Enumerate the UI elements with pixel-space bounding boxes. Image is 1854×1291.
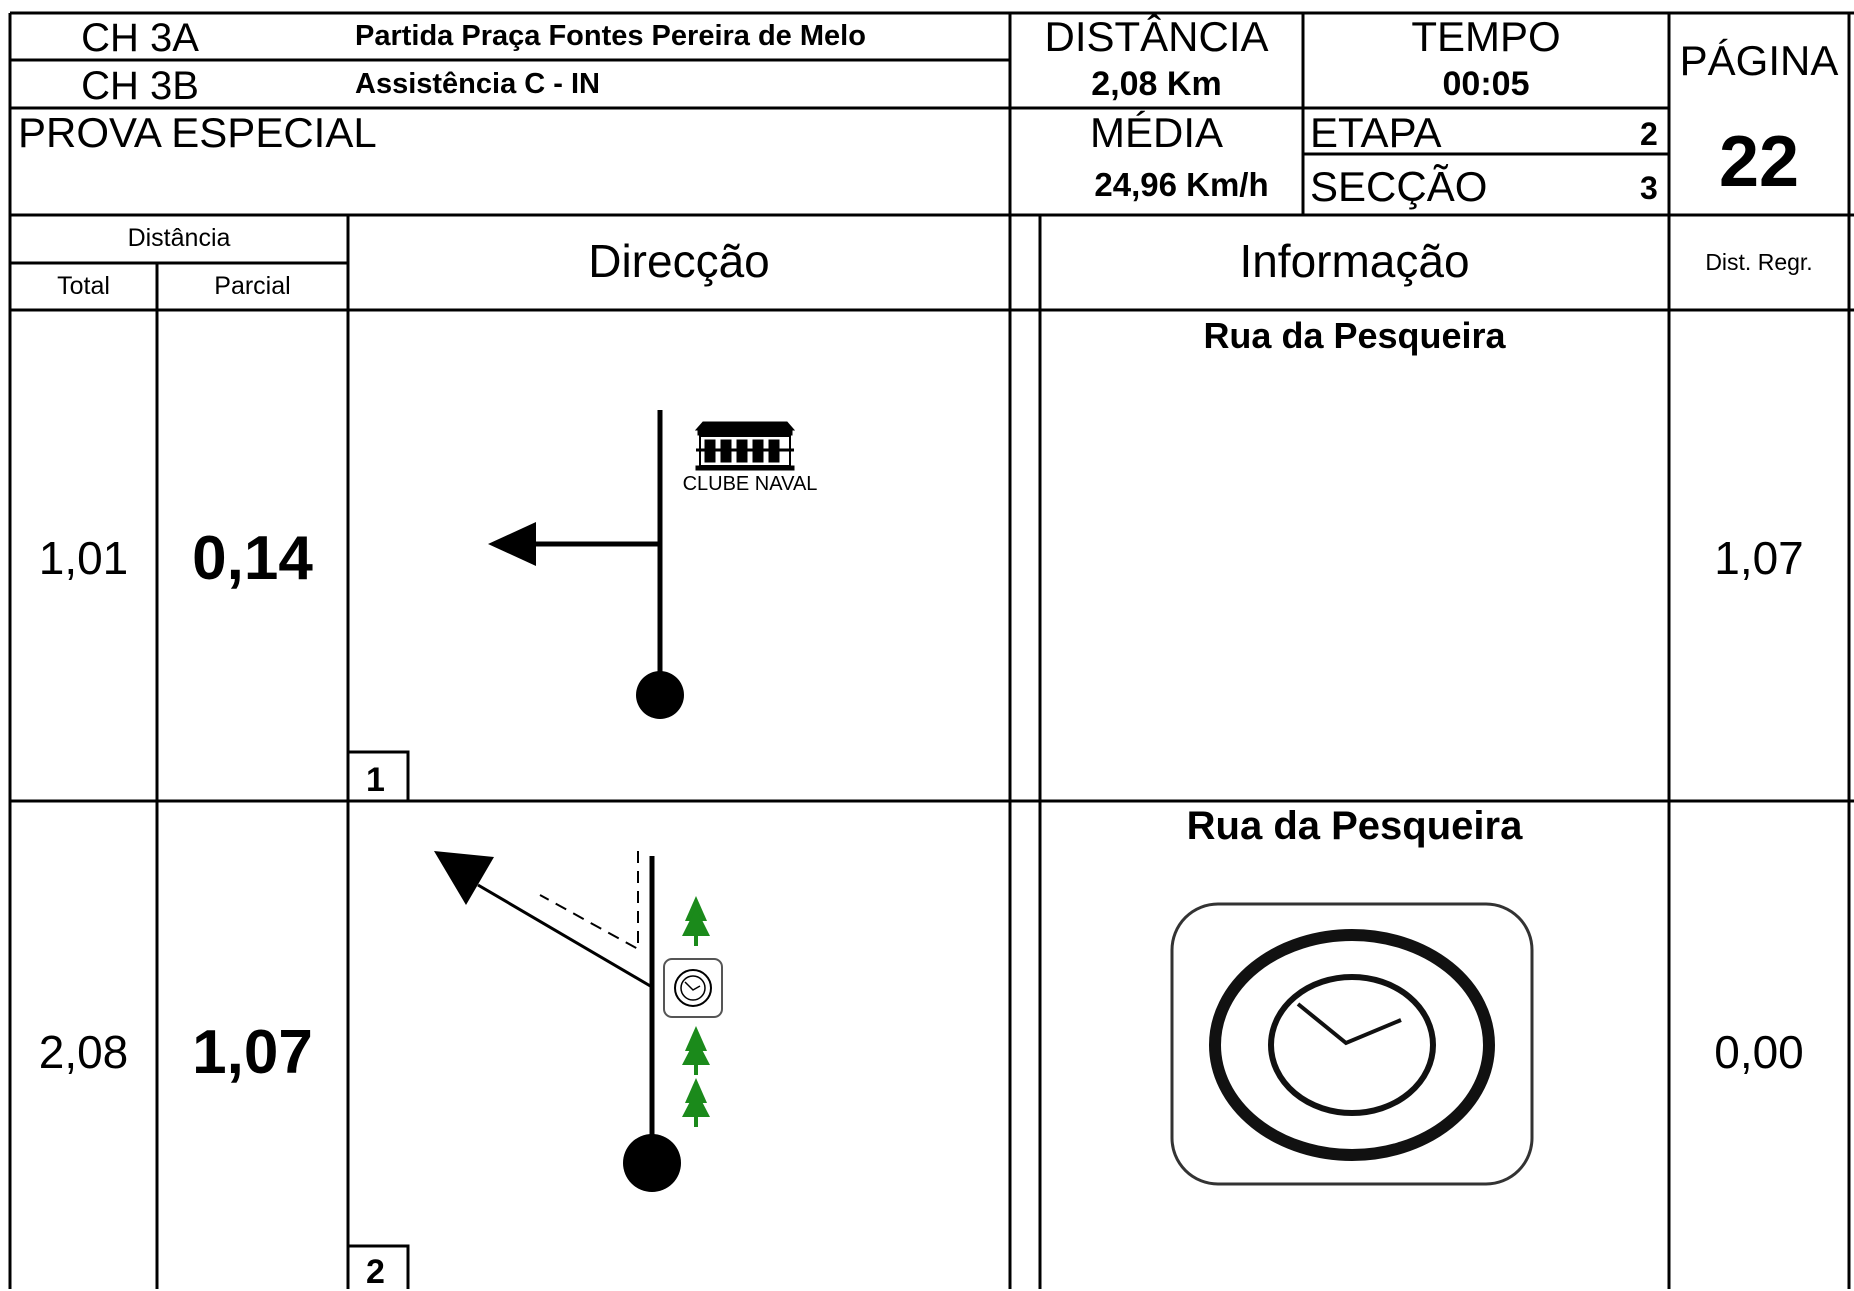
clock-icon <box>663 958 723 1018</box>
column-direccao: Direcção <box>588 235 770 287</box>
building-icon <box>694 421 796 471</box>
row-parcial: 1,07 <box>192 1018 313 1087</box>
media-value: 24,96 Km/h <box>1094 166 1269 203</box>
tulip-diagram <box>488 410 796 719</box>
info-title: Rua da Pesqueira <box>1203 315 1506 356</box>
start-dot <box>623 1134 681 1192</box>
distancia-label: DISTÂNCIA <box>1044 13 1269 60</box>
seccao-value: 3 <box>1640 170 1658 206</box>
landmark-label: CLUBE NAVAL <box>682 473 818 495</box>
info-title: Rua da Pesqueira <box>1186 804 1523 848</box>
clock-icon <box>1170 902 1534 1186</box>
etapa-label: ETAPA <box>1310 109 1442 156</box>
pagina-number: 22 <box>1718 122 1800 202</box>
seccao-label: SECÇÃO <box>1310 163 1488 210</box>
section-title: PROVA ESPECIAL <box>18 109 377 156</box>
tree-icon <box>682 1026 710 1075</box>
column-distancia: Distância <box>127 224 231 252</box>
media-label: MÉDIA <box>1089 109 1223 156</box>
arrow-head <box>488 522 536 566</box>
row-number: 2 <box>366 1253 385 1291</box>
row-parcial: 0,14 <box>192 524 313 593</box>
arrow-head <box>434 851 494 905</box>
row-total: 1,01 <box>38 532 129 584</box>
column-dist-regr: Dist. Regr. <box>1705 249 1813 275</box>
row-dist-regr: 0,00 <box>1714 1026 1804 1078</box>
row-dist-regr: 1,07 <box>1714 532 1804 584</box>
ch3b-description: Assistência C - IN <box>355 68 600 100</box>
distancia-value: 2,08 Km <box>1091 65 1222 103</box>
ch3a-description: Partida Praça Fontes Pereira de Melo <box>355 20 866 52</box>
tulip-diagram <box>434 851 723 1192</box>
tree-icon <box>682 896 710 946</box>
row-total: 2,08 <box>38 1026 129 1078</box>
tree-icon <box>682 1078 710 1127</box>
start-dot <box>636 671 684 719</box>
ch3b-label: CH 3B <box>81 64 199 108</box>
column-informacao: Informação <box>1239 235 1470 287</box>
etapa-value: 2 <box>1640 116 1658 152</box>
column-parcial: Parcial <box>214 272 291 300</box>
column-total: Total <box>57 272 110 300</box>
ch3a-label: CH 3A <box>81 16 199 60</box>
row-number: 1 <box>366 761 385 799</box>
tempo-value: 00:05 <box>1442 65 1530 103</box>
pagina-label: PÁGINA <box>1679 37 1839 84</box>
tempo-label: TEMPO <box>1411 13 1561 60</box>
